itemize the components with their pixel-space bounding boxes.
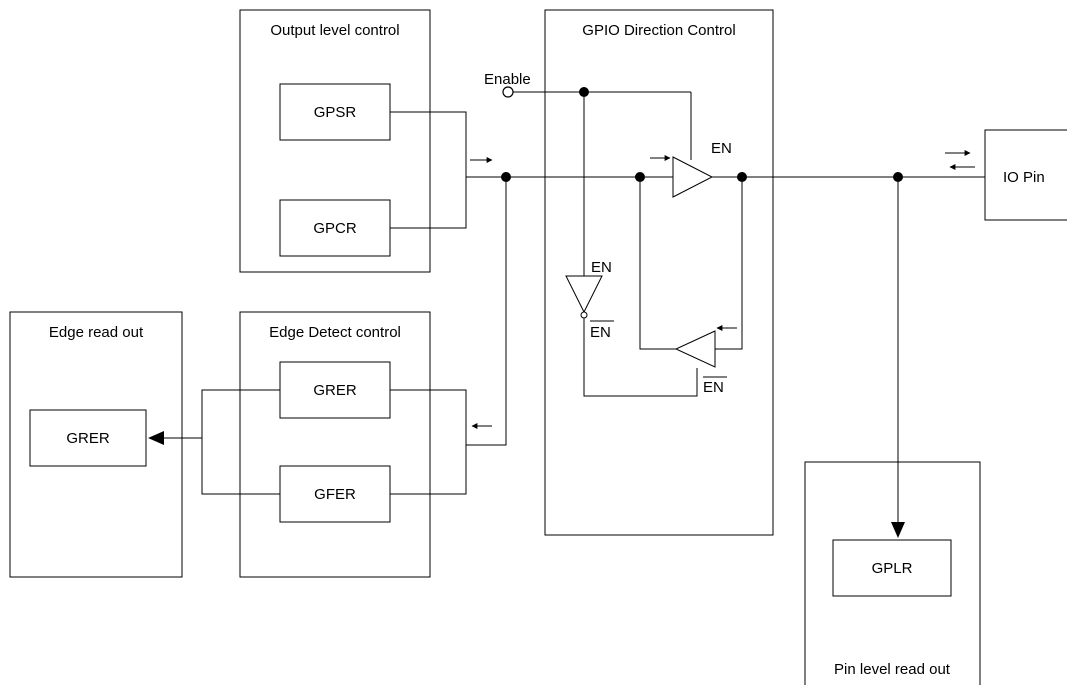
enable-wiring: Enable [484, 71, 692, 276]
gpcr-register-label: GPCR [313, 220, 357, 237]
pin-level-read-out-group: GPLR Pin level read out [804, 461, 981, 685]
pin-level-read-out-title: Pin level read out [834, 661, 951, 678]
input-buffer-en-bar-label: EN [703, 379, 724, 396]
inverter-en-label: EN [591, 259, 612, 276]
output-level-control-title: Output level control [270, 22, 399, 39]
edge-detect-control-box [239, 311, 431, 578]
io-pin-box [984, 129, 1067, 221]
gpio-direction-control-title: GPIO Direction Control [582, 22, 735, 39]
gplr-tap [891, 177, 905, 538]
io-pin-label: IO Pin [1003, 169, 1045, 186]
output-buffer-triangle-icon [672, 156, 714, 198]
output-buffer-en-label: EN [711, 140, 732, 157]
enable-terminal-icon [502, 86, 514, 98]
gfer-register-box [279, 465, 391, 523]
edge-read-out-title: Edge read out [49, 324, 144, 341]
junction-dots [501, 87, 903, 182]
direction-arrows [470, 150, 975, 429]
to-gplr-arrow-icon [891, 522, 905, 538]
gfer-register-label: GFER [314, 486, 356, 503]
output-buffer: EN [672, 140, 732, 198]
gpcr-register-box [279, 199, 391, 257]
gpsr-register-label: GPSR [314, 104, 357, 121]
grer-readout-register-box [29, 409, 147, 467]
edge-detect-wires [148, 177, 507, 495]
to-grer-readout-arrow-icon [148, 431, 164, 445]
edge-detect-control-group: Edge Detect control GRER GFER [239, 311, 431, 578]
enable-label: Enable [484, 71, 531, 88]
output-level-control-group: Output level control GPSR GPCR [239, 9, 431, 273]
io-pin-group: IO Pin [984, 129, 1067, 221]
junction-dot [579, 87, 589, 97]
gplr-register-label: GPLR [872, 560, 913, 577]
inverter: EN EN [565, 259, 698, 397]
junction-dot [635, 172, 645, 182]
input-buffer-triangle-icon [674, 330, 716, 368]
gpsr-register-box [279, 83, 391, 141]
edge-read-out-group: Edge read out GRER [9, 311, 183, 578]
grer-detect-register-label: GRER [313, 382, 357, 399]
inverter-bubble-icon [580, 311, 588, 319]
input-buffer: EN [639, 177, 743, 396]
grer-readout-register-label: GRER [66, 430, 110, 447]
junction-dot [893, 172, 903, 182]
gplr-register-box [832, 539, 952, 597]
inverter-triangle-icon [565, 275, 603, 314]
gpio-direction-control-group: GPIO Direction Control [544, 9, 774, 536]
grer-detect-register-box [279, 361, 391, 419]
junction-dot [737, 172, 747, 182]
edge-detect-control-title: Edge Detect control [269, 324, 401, 341]
junction-dot [501, 172, 511, 182]
inverter-en-bar-label: EN [590, 324, 611, 341]
gpio-direction-control-box [544, 9, 774, 536]
